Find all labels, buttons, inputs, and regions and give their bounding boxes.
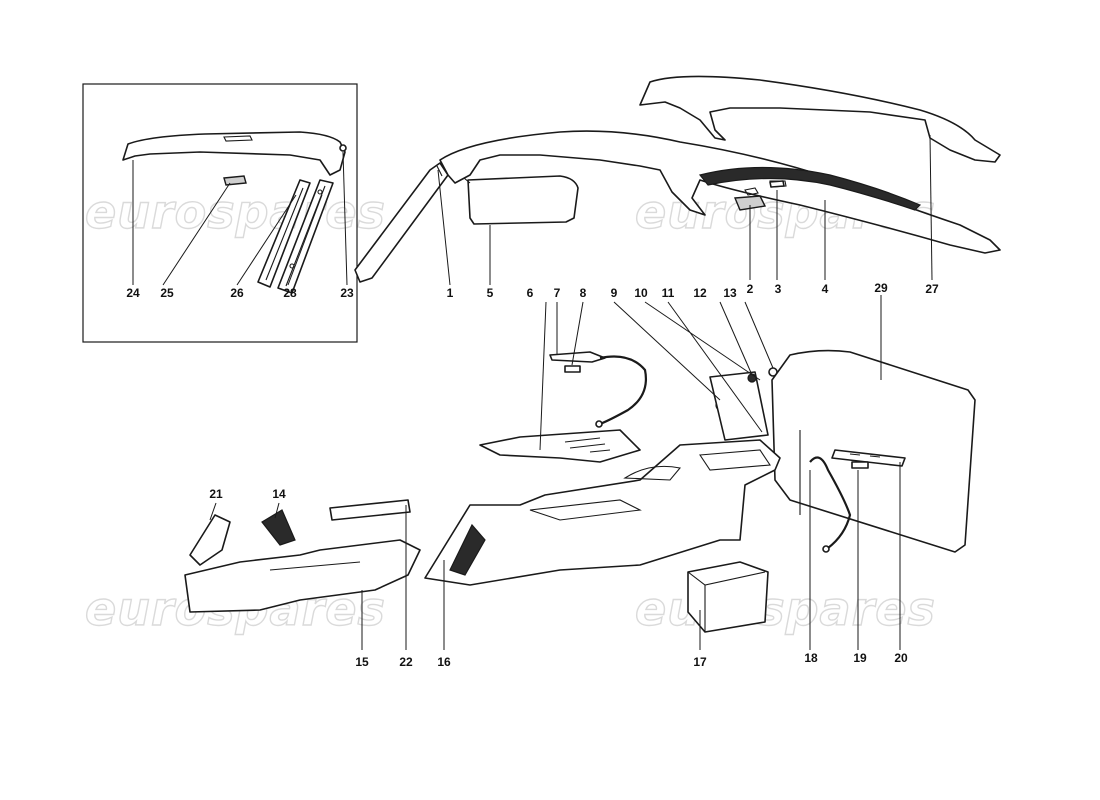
- watermark-bottom-right: eurospares: [635, 582, 936, 636]
- part-8-clip: [564, 365, 581, 373]
- inset-frame: [82, 83, 358, 343]
- callout-28: 28: [283, 286, 297, 300]
- part-22-pad: [329, 499, 411, 521]
- callout-27: 27: [925, 282, 939, 296]
- part-28-pillar-trim: [277, 179, 334, 294]
- callout-22: 22: [399, 655, 413, 669]
- callout-5: 5: [487, 286, 494, 300]
- part-17-storage-bin: [687, 561, 769, 633]
- part-25-interior-lamp: [223, 175, 247, 186]
- callout-24: 24: [126, 286, 140, 300]
- callout-26: 26: [230, 286, 244, 300]
- part-19-connector: [851, 461, 869, 469]
- part-16-centre-console: [424, 439, 781, 586]
- part-14-speaker-grille: [261, 509, 296, 546]
- part-12-washer: [747, 373, 757, 383]
- callout-23: 23: [340, 286, 354, 300]
- leader-lines: [132, 134, 933, 650]
- part-5-sun-visor: [463, 175, 579, 225]
- callout-6: 6: [527, 286, 534, 300]
- callout-19: 19: [853, 651, 867, 665]
- part-9-cable: [595, 355, 647, 428]
- callout-25: 25: [160, 286, 174, 300]
- part-18-wiring: [809, 456, 852, 553]
- callout-16: 16: [437, 655, 451, 669]
- watermark-top-left: eurospares: [85, 185, 386, 239]
- part-29-side-panel: [771, 349, 976, 553]
- part-6-base-plate: [479, 429, 641, 463]
- callout-2: 2: [747, 282, 754, 296]
- callout-4: 4: [822, 282, 829, 296]
- callout-15: 15: [355, 655, 369, 669]
- callout-3: 3: [775, 282, 782, 296]
- callout-10: 10: [634, 286, 648, 300]
- callout-18: 18: [804, 651, 818, 665]
- callout-17: 17: [693, 655, 707, 669]
- callout-14: 14: [272, 487, 286, 501]
- part-26-pillar-trim: [257, 179, 311, 288]
- callout-29: 29: [874, 281, 888, 295]
- part-21-trim-cover: [189, 514, 231, 566]
- callout-12: 12: [693, 286, 707, 300]
- callout-8: 8: [580, 286, 587, 300]
- callout-11: 11: [662, 286, 675, 300]
- callout-9: 9: [611, 286, 618, 300]
- part-20-switch-panel: [831, 449, 906, 467]
- callout-1: 1: [447, 286, 454, 300]
- part-15-tunnel-trim: [184, 539, 421, 613]
- part-4-headliner: [439, 130, 1001, 254]
- callout-20: 20: [894, 651, 908, 665]
- callout-13: 13: [723, 286, 737, 300]
- part-27-rear-headliner: [639, 75, 1001, 163]
- part-2-grab-handle: [733, 195, 767, 211]
- callout-7: 7: [554, 286, 561, 300]
- part-24-headliner-inset: [122, 131, 347, 176]
- part-7-bracket: [549, 351, 606, 363]
- part-11-console-lid: [709, 371, 769, 441]
- callout-21: 21: [209, 487, 223, 501]
- part-3-light: [769, 180, 785, 188]
